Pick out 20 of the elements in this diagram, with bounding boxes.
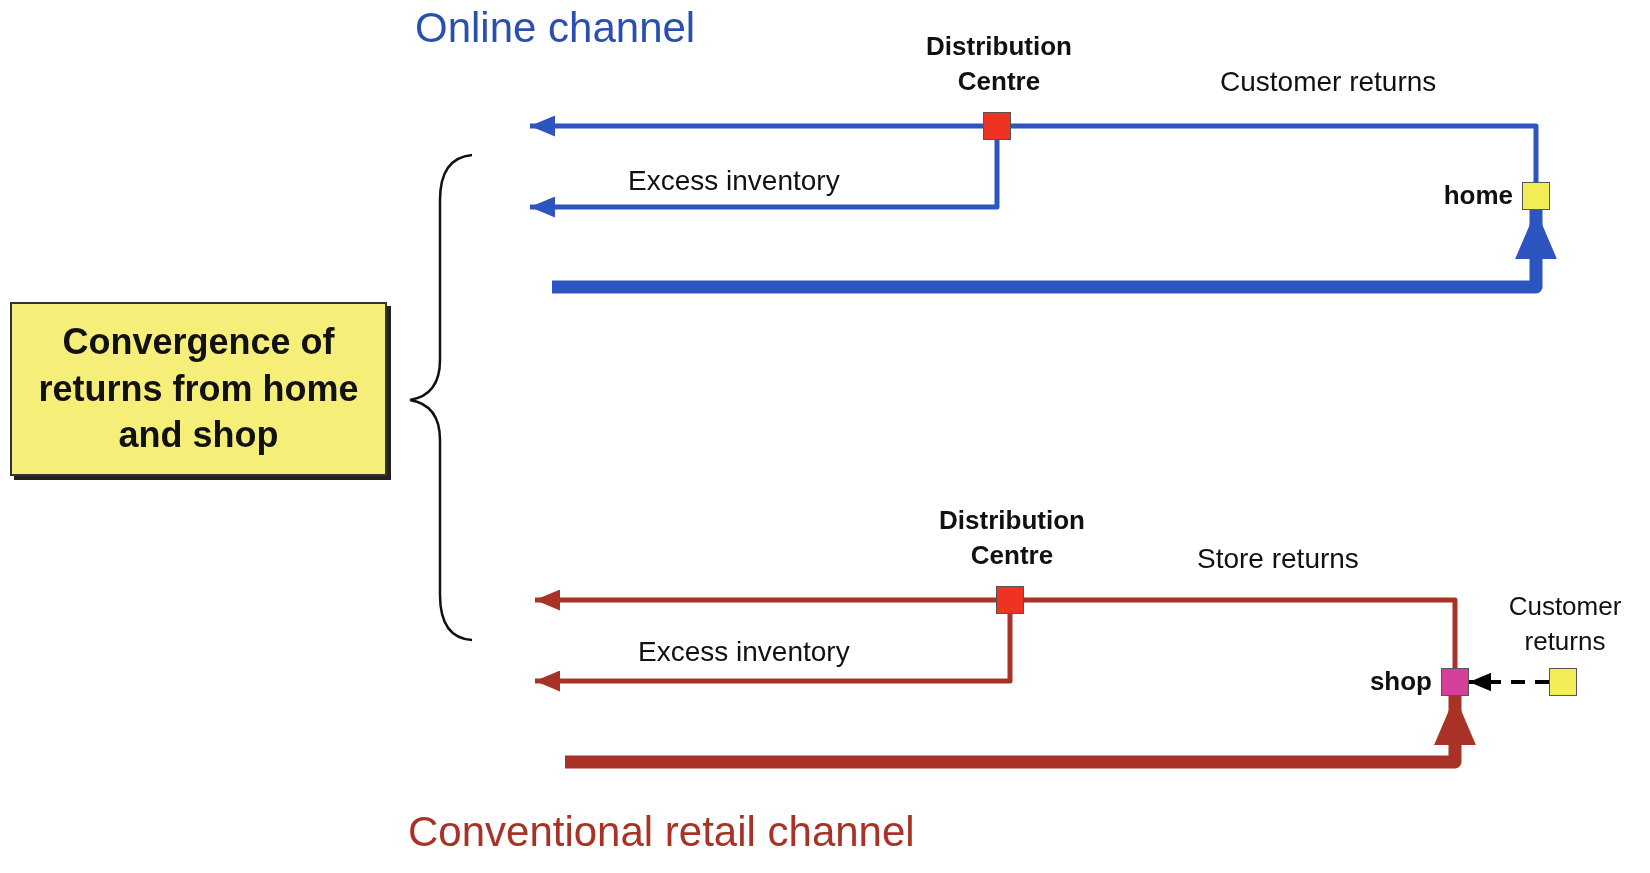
arrow [552, 210, 1557, 294]
channel-title: Online channel [415, 4, 696, 52]
edge-label: Store returns [1197, 543, 1359, 575]
node-caption: Customer returns [1507, 589, 1623, 658]
arrow [535, 589, 996, 611]
arrow [1469, 672, 1549, 692]
node-caption: Distribution Centre [938, 503, 1086, 572]
arrow [535, 614, 1013, 692]
channel-title: Conventional retail channel [408, 808, 915, 856]
node-caption: home [1443, 179, 1513, 212]
arrow [565, 696, 1476, 769]
arrow [530, 140, 1000, 218]
arrow [530, 115, 983, 137]
edge-label: Excess inventory [638, 636, 850, 668]
node-caption: Distribution Centre [925, 29, 1073, 98]
edge-label: Excess inventory [628, 165, 840, 197]
connector-line [1024, 597, 1458, 668]
edge-label: Customer returns [1220, 66, 1437, 98]
connector-line [1011, 123, 1539, 182]
node-caption: shop [1369, 665, 1432, 698]
